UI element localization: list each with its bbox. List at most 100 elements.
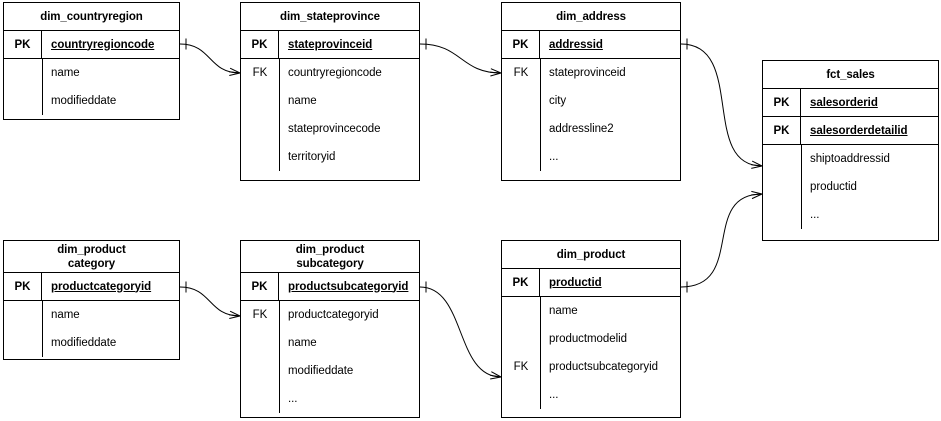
attribute-name: ... [549,151,559,163]
relationship-address-to-sales[interactable] [680,38,763,169]
key-badge-empty [502,325,540,353]
attribute-row[interactable]: modifieddate [241,357,419,385]
attribute-row[interactable]: stateprovincecode [241,115,419,143]
attribute-name: productsubcategoryid [549,361,658,373]
attribute-row[interactable]: territoryid [241,143,419,171]
relationship-countryregion-to-stateprovince[interactable] [179,38,241,76]
relationship-product-to-sales[interactable] [680,190,763,293]
attribute-row[interactable]: shiptoaddressid [763,145,938,173]
cardinality-many-crowsfoot-prong [229,71,241,74]
attribute-row-key[interactable]: PK stateprovinceid [241,31,419,59]
key-column-divider [42,59,43,115]
attribute-row[interactable]: ... [763,201,938,229]
relationship-subcategory-to-product[interactable] [419,281,502,380]
attribute-row[interactable]: modifieddate [4,87,179,115]
attribute-name: productcategoryid [51,280,152,293]
relationship-productcategory-to-subcategory[interactable] [179,281,241,319]
entity-title-line: subcategory [296,257,364,270]
attribute-name: name [51,309,80,321]
cardinality-many-crowsfoot-prong [751,193,763,200]
attribute-row[interactable]: name [241,329,419,357]
attribute-name: ... [288,393,298,405]
key-column-divider [279,301,280,413]
relationship-line [179,43,241,74]
key-badge-empty [763,145,801,173]
relationship-line [680,193,763,288]
attribute-row[interactable]: city [502,87,680,115]
relationship-stateprovince-to-address[interactable] [419,38,502,77]
key-badge: PK [502,31,540,58]
cardinality-many-crowsfoot-prong [751,164,763,167]
attribute-name: stateprovincecode [288,123,381,135]
key-badge: PK [4,273,42,300]
attribute-name: ... [810,209,820,221]
attribute-row[interactable]: FK countryregioncode [241,59,419,87]
attribute-name: productcategoryid [288,309,379,321]
attribute-list: shiptoaddressid productid... [763,145,938,229]
attribute-name: countryregioncode [288,67,382,79]
key-column-divider [279,59,280,171]
attribute-row[interactable]: name [4,59,179,87]
key-badge-empty [502,297,540,325]
attribute-name: name [288,337,317,349]
key-badge: PK [763,117,801,144]
key-badge-empty [4,59,42,87]
attribute-name: productmodelid [549,333,627,345]
attribute-row[interactable]: name [4,301,179,329]
attribute-row[interactable]: FK productsubcategoryid [502,353,680,381]
attribute-row[interactable]: addressline2 [502,115,680,143]
attribute-row[interactable]: productid [763,173,938,201]
entity-title-line: dim_stateprovince [280,10,380,23]
key-badge-empty [502,115,540,143]
cardinality-many-crowsfoot-prong [229,315,241,319]
key-badge-empty [241,143,279,171]
attribute-row[interactable]: ... [502,143,680,171]
attribute-name: ... [549,389,559,401]
attribute-row[interactable]: ... [241,385,419,413]
entity-title-line: dim_countryregion [40,10,143,23]
entity-title: dim_stateprovince [241,3,419,31]
attribute-name: name [288,95,317,107]
key-badge-empty [241,329,279,357]
attribute-name: productid [810,181,857,193]
attribute-row[interactable]: productmodelid [502,325,680,353]
attribute-name: salesorderid [810,96,878,109]
attribute-name: modifieddate [51,337,117,349]
attribute-row[interactable]: name [241,87,419,115]
key-badge: PK [241,31,279,58]
attribute-name: stateprovinceid [549,67,626,79]
attribute-list: name modifieddate [4,301,179,357]
attribute-row[interactable]: modifieddate [4,329,179,357]
cardinality-many-crowsfoot-prong [229,314,241,317]
key-badge-empty [4,87,42,115]
attribute-row[interactable]: ... [502,381,680,409]
key-badge-empty [241,385,279,413]
attribute-row[interactable]: name [502,297,680,325]
entity-title: fct_sales [763,61,938,89]
attribute-row-key[interactable]: PK productcategoryid [4,273,179,301]
key-badge: FK [513,361,529,373]
attribute-name: stateprovinceid [288,38,373,51]
cardinality-many-crowsfoot-prong [490,68,502,74]
key-column-divider [540,297,541,409]
key-badge: FK [252,67,268,79]
key-badge-empty [4,301,42,329]
